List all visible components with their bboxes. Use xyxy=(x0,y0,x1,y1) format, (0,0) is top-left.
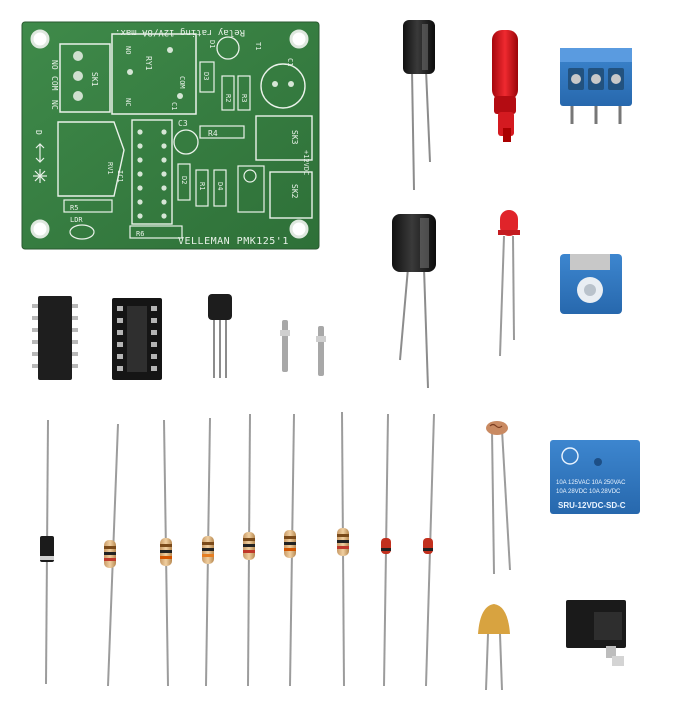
pcb-label-c3: C3 xyxy=(178,119,188,128)
screw-terminal-block xyxy=(560,48,632,124)
dc-power-jack xyxy=(566,600,626,666)
pcb-label-rv1: RV1 xyxy=(106,162,114,175)
small-signal-diode xyxy=(423,413,435,687)
relay-component: 10A 125VAC 10A 250VAC 10A 28VDC 10A 28VD… xyxy=(550,440,640,514)
relay-model: SRU-12VDC-SD-C xyxy=(558,501,626,510)
resistor xyxy=(202,417,214,687)
pcb-label-r3: R3 xyxy=(240,94,248,102)
resistor xyxy=(337,411,349,687)
pcb-label-sk2: SK2 xyxy=(290,184,299,199)
pcb-ry-com: COM xyxy=(178,76,186,89)
pcb-label-ry1: RY1 xyxy=(144,56,153,71)
pcb-label-r5: R5 xyxy=(70,204,78,212)
solder-pin xyxy=(316,326,326,376)
pcb-label-d: D xyxy=(34,130,43,135)
pcb-terminal-no: NO xyxy=(50,60,59,70)
pcb-brand-label: VELLEMAN PMK125'1 xyxy=(178,236,289,247)
pcb-label-c1: C1 xyxy=(286,58,294,66)
pcb-label-sk1: SK1 xyxy=(90,72,99,87)
electrolytic-capacitor-large xyxy=(392,214,436,389)
pcb-label-d3: D3 xyxy=(202,72,210,80)
mounting-hole xyxy=(289,219,309,239)
red-test-jack xyxy=(492,30,518,142)
pcb-label-sk3: SK3 xyxy=(290,130,299,145)
pcb-label-12vdc: +12VDC xyxy=(302,150,310,175)
pcb-board: Relay rating 12V/8A max. NO COM NC SK1 R… xyxy=(21,21,320,250)
resistor xyxy=(160,419,172,687)
pcb-label-ic1: IC1 xyxy=(116,170,124,183)
pcb-ry-c1: C1 xyxy=(170,102,178,110)
pcb-label-r1: R1 xyxy=(198,182,206,190)
pcb-label-r6: R6 xyxy=(136,230,144,238)
transistor-to92 xyxy=(208,294,232,378)
resistor xyxy=(284,413,296,687)
pcb-label-t1: T1 xyxy=(254,42,262,50)
pcb-terminal-nc: NC xyxy=(50,100,59,110)
relay-logo-icon xyxy=(561,447,579,465)
relay-rating-line1: 10A 125VAC 10A 250VAC xyxy=(556,480,626,486)
pcb-ry-nc: NC xyxy=(124,98,132,106)
pcb-label-d2: D2 xyxy=(180,176,188,184)
light-dependent-resistor xyxy=(486,421,511,575)
dip-ic-chip xyxy=(32,296,78,380)
pcb-label-r2: R2 xyxy=(224,94,232,102)
red-led xyxy=(498,210,520,357)
mounting-hole xyxy=(30,29,50,49)
trimmer-potentiometer xyxy=(560,254,622,314)
resistor xyxy=(104,423,119,687)
mounting-hole xyxy=(289,29,309,49)
electrolytic-capacitor-small xyxy=(403,20,435,191)
pcb-label-r4: R4 xyxy=(208,129,218,138)
ceramic-capacitor xyxy=(478,604,510,691)
pcb-ry-no: NO xyxy=(124,46,132,54)
pcb-label-d1: D1 xyxy=(208,40,216,48)
pcb-label-ldr: LDR xyxy=(70,216,83,224)
solder-pin xyxy=(280,320,290,372)
relay-rating-line2: 10A 28VDC 10A 28VDC xyxy=(556,489,621,495)
diode-1n4007 xyxy=(40,419,54,685)
zener-diode xyxy=(381,413,391,687)
resistor xyxy=(243,413,255,687)
pcb-terminal-com: COM xyxy=(50,76,59,91)
pcb-label-d4: D4 xyxy=(216,182,224,190)
ic-socket xyxy=(112,298,162,380)
pcb-relay-rating: Relay rating 12V/8A max. xyxy=(115,27,245,37)
mounting-hole xyxy=(30,219,50,239)
